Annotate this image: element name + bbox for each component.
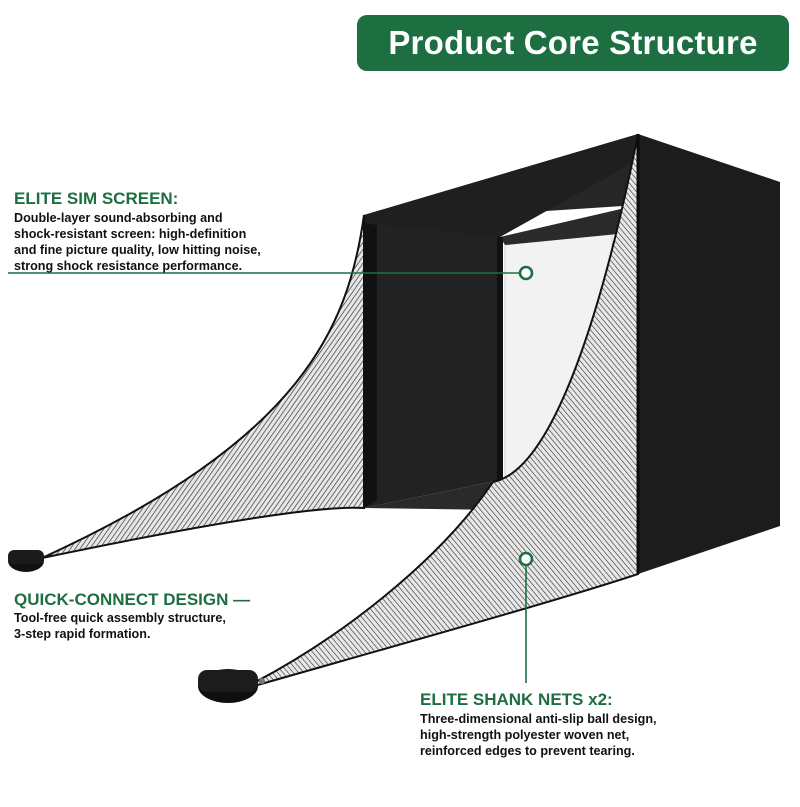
sim-screen-line: Double-layer sound-absorbing and: [14, 211, 223, 225]
shank-nets-line: reinforced edges to prevent tearing.: [420, 744, 635, 758]
quick-connect-title: QUICK-CONNECT DESIGN —: [14, 590, 251, 609]
sim-screen-line: strong shock resistance performance.: [14, 259, 243, 273]
enclosure-back-wall: [364, 215, 500, 508]
page-title: Product Core Structure: [357, 15, 789, 71]
left-shank-net: [41, 214, 365, 559]
enclosure-side-panel: [638, 134, 780, 574]
shank-nets-description: Three-dimensional anti-slip ball design,…: [420, 711, 750, 759]
right-weight-bag: [198, 669, 265, 703]
quick-connect-line: Tool-free quick assembly structure,: [14, 611, 226, 625]
quick-connect-line: 3-step rapid formation.: [14, 627, 151, 641]
shank-nets-line: Three-dimensional anti-slip ball design,: [420, 712, 657, 726]
left-weight-bag: [8, 550, 44, 572]
shank-nets-title: ELITE SHANK NETS x2:: [420, 690, 613, 709]
shank-nets-line: high-strength polyester woven net,: [420, 728, 630, 742]
sim-screen-title: ELITE SIM SCREEN:: [14, 189, 179, 208]
sim-screen-line: shock-resistant screen: high-definition: [14, 227, 247, 241]
shank-nets-marker-icon: [518, 551, 534, 567]
sim-screen-line: and fine picture quality, low hitting no…: [14, 243, 261, 257]
sim-screen-marker-icon: [518, 265, 534, 281]
sim-screen-description: Double-layer sound-absorbing and shock-r…: [14, 210, 314, 274]
quick-connect-description: Tool-free quick assembly structure, 3-st…: [14, 610, 274, 642]
right-shank-net: [239, 133, 639, 691]
